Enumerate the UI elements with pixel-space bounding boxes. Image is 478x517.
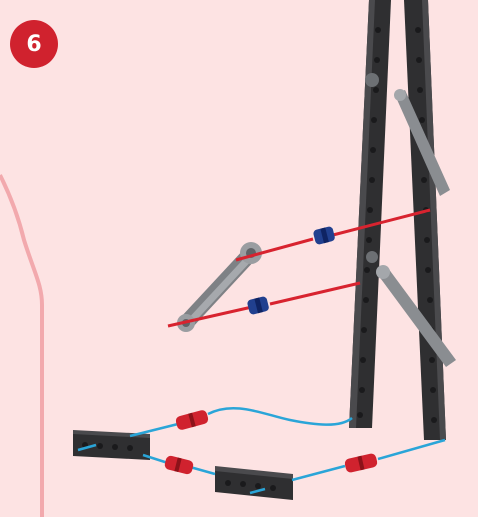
blue-peg-upper — [313, 226, 336, 245]
red-peg-2 — [164, 455, 195, 475]
right-vertical-beam — [404, 0, 446, 440]
left-vertical-beam — [349, 0, 391, 428]
gray-cross-connector-lower — [366, 251, 456, 367]
panel-outline — [0, 175, 42, 517]
red-peg-3 — [344, 453, 378, 474]
blue-peg-lower — [247, 296, 270, 315]
red-peg-1 — [175, 409, 210, 431]
short-beam-right — [215, 466, 293, 500]
